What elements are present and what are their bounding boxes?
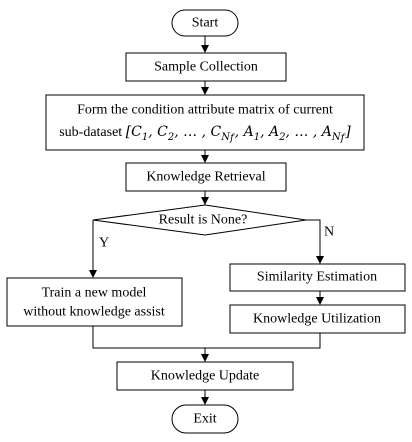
knowledge-update-label: Knowledge Update — [151, 369, 259, 384]
form-matrix-line1: Form the condition attribute matrix of c… — [77, 103, 333, 118]
arrow-decision-no — [306, 219, 324, 264]
exit-label: Exit — [193, 412, 216, 427]
start-label: Start — [192, 16, 219, 31]
form-matrix-prefix: sub-dataset — [59, 125, 125, 140]
knowledge-retrieval-label: Knowledge Retrieval — [146, 170, 265, 185]
train-model-line2: without knowledge assist — [23, 305, 165, 320]
matrix-expression: [C1, C2, … , CNf, A1, A2, … , ANf] — [126, 124, 352, 144]
decision-diamond: Result is None? — [92, 204, 307, 236]
knowledge-utilization-label: Knowledge Utilization — [253, 312, 381, 327]
sample-collection-label: Sample Collection — [154, 60, 258, 75]
start-node: Start — [171, 9, 239, 37]
similarity-estimation-label: Similarity Estimation — [257, 270, 377, 285]
merge-connector — [92, 326, 321, 349]
form-matrix-line2: sub-dataset [C1, C2, … , CNf, A1, A2, … … — [59, 124, 351, 144]
sample-collection-box: Sample Collection — [125, 52, 287, 82]
knowledge-utilization-box: Knowledge Utilization — [229, 304, 406, 334]
knowledge-retrieval-box: Knowledge Retrieval — [125, 162, 287, 192]
train-model-line1: Train a new model — [42, 286, 147, 301]
yes-label: Y — [99, 236, 109, 251]
form-matrix-box: Form the condition attribute matrix of c… — [45, 94, 365, 151]
knowledge-update-box: Knowledge Update — [116, 361, 294, 391]
train-model-box: Train a new model without knowledge assi… — [6, 277, 183, 327]
no-label: N — [324, 225, 334, 240]
exit-node: Exit — [171, 404, 239, 434]
similarity-estimation-box: Similarity Estimation — [229, 263, 406, 292]
decision-label: Result is None? — [159, 213, 248, 228]
